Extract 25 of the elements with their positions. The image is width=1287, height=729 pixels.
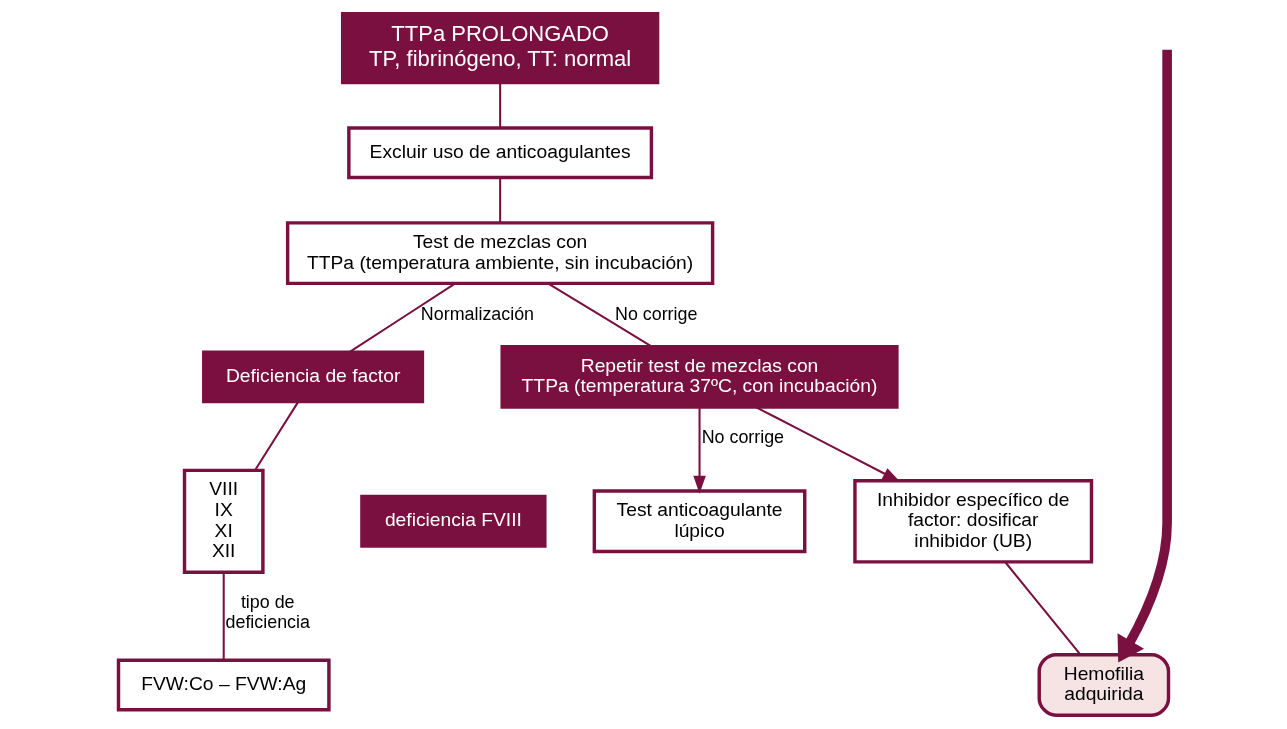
- connector: [254, 401, 300, 471]
- edge-label: No corrige: [615, 303, 698, 324]
- edge-label: No corrige: [701, 427, 785, 448]
- node-box: TTPa PROLONGADO TP, fibrinógeno, TT: normal: [340, 12, 660, 85]
- node-box: Hemofilia adquirida: [1037, 652, 1171, 717]
- node-box: Inhibidor específico de factor: dosificar inhibidor (UB): [853, 479, 1094, 564]
- connector: [499, 177, 502, 223]
- node-box: FVW:Co – FVW:Ag: [116, 658, 331, 712]
- connector: [222, 572, 225, 660]
- node-box: deficiencia FVIII: [360, 494, 547, 548]
- node-box: Repetir test de mezclas con TTPa (temperatura 37ºC, con incubación): [500, 344, 899, 409]
- edge-label: Normalización: [420, 303, 535, 324]
- connector: [547, 282, 653, 348]
- arrow: [755, 406, 901, 482]
- arrow: [1117, 49, 1172, 663]
- node-box: VIII IX XI XII: [182, 468, 265, 574]
- node-box: Test anticoagulante lúpico: [592, 489, 807, 554]
- node-box: Deficiencia de factor: [202, 350, 425, 404]
- arrow: [693, 407, 706, 494]
- connector: [499, 82, 502, 128]
- connector: [348, 282, 456, 353]
- node-box: Excluir uso de anticoagulantes: [347, 126, 654, 180]
- connector: [1004, 561, 1081, 655]
- edge-label: tipo de deficiencia: [225, 592, 310, 632]
- node-box: Test de mezclas con TTPa (temperatura ambiente, sin incubación): [285, 221, 715, 286]
